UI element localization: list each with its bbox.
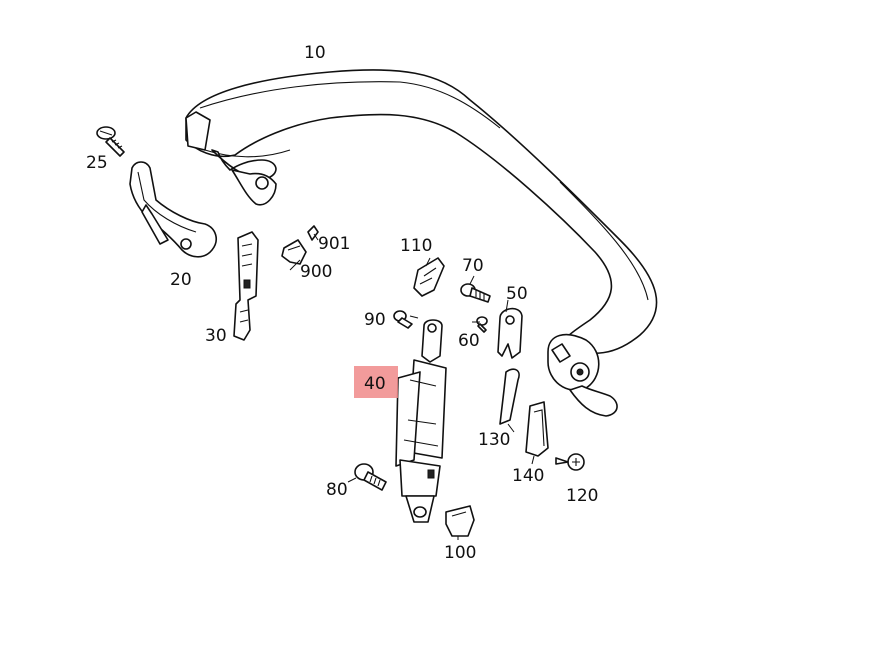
label-30: 30 [205, 326, 227, 346]
part-130-strip[interactable] [499, 368, 520, 425]
part-90-bolt[interactable] [393, 310, 413, 329]
label-40: 40 [364, 374, 386, 394]
label-80: 80 [326, 480, 348, 500]
label-120: 120 [566, 486, 598, 506]
part-20-bracket[interactable] [129, 161, 217, 258]
part-900-clip[interactable] [281, 239, 307, 265]
part-70-bolt[interactable] [460, 283, 491, 303]
label-90: 90 [364, 310, 386, 330]
highlight-box-40 [354, 366, 398, 398]
part-30-latch-plate[interactable] [233, 231, 259, 341]
part-25-screw[interactable] [96, 126, 125, 157]
part-80-bolt[interactable] [354, 463, 387, 491]
label-130: 130 [478, 430, 510, 450]
label-100: 100 [444, 543, 476, 563]
label-901: 901 [318, 234, 350, 254]
label-140: 140 [512, 466, 544, 486]
part-10-roll-bar[interactable] [185, 69, 658, 417]
label-50: 50 [506, 284, 528, 304]
label-900: 900 [300, 262, 332, 282]
part-50-strap-bracket[interactable] [497, 307, 523, 359]
part-120-screw[interactable] [555, 453, 585, 471]
label-20: 20 [170, 270, 192, 290]
part-110-bracket[interactable] [413, 257, 445, 297]
label-110: 110 [400, 236, 432, 256]
leader-lines [289, 233, 535, 540]
part-60-screw[interactable] [476, 316, 488, 333]
label-70: 70 [462, 256, 484, 276]
part-40-actuator[interactable] [395, 319, 447, 523]
part-901-pin[interactable] [307, 225, 319, 241]
part-100-clip[interactable] [445, 505, 475, 537]
label-25: 25 [86, 153, 108, 173]
part-140-sleeve[interactable] [525, 401, 549, 457]
label-60: 60 [458, 331, 480, 351]
label-10: 10 [304, 43, 326, 63]
